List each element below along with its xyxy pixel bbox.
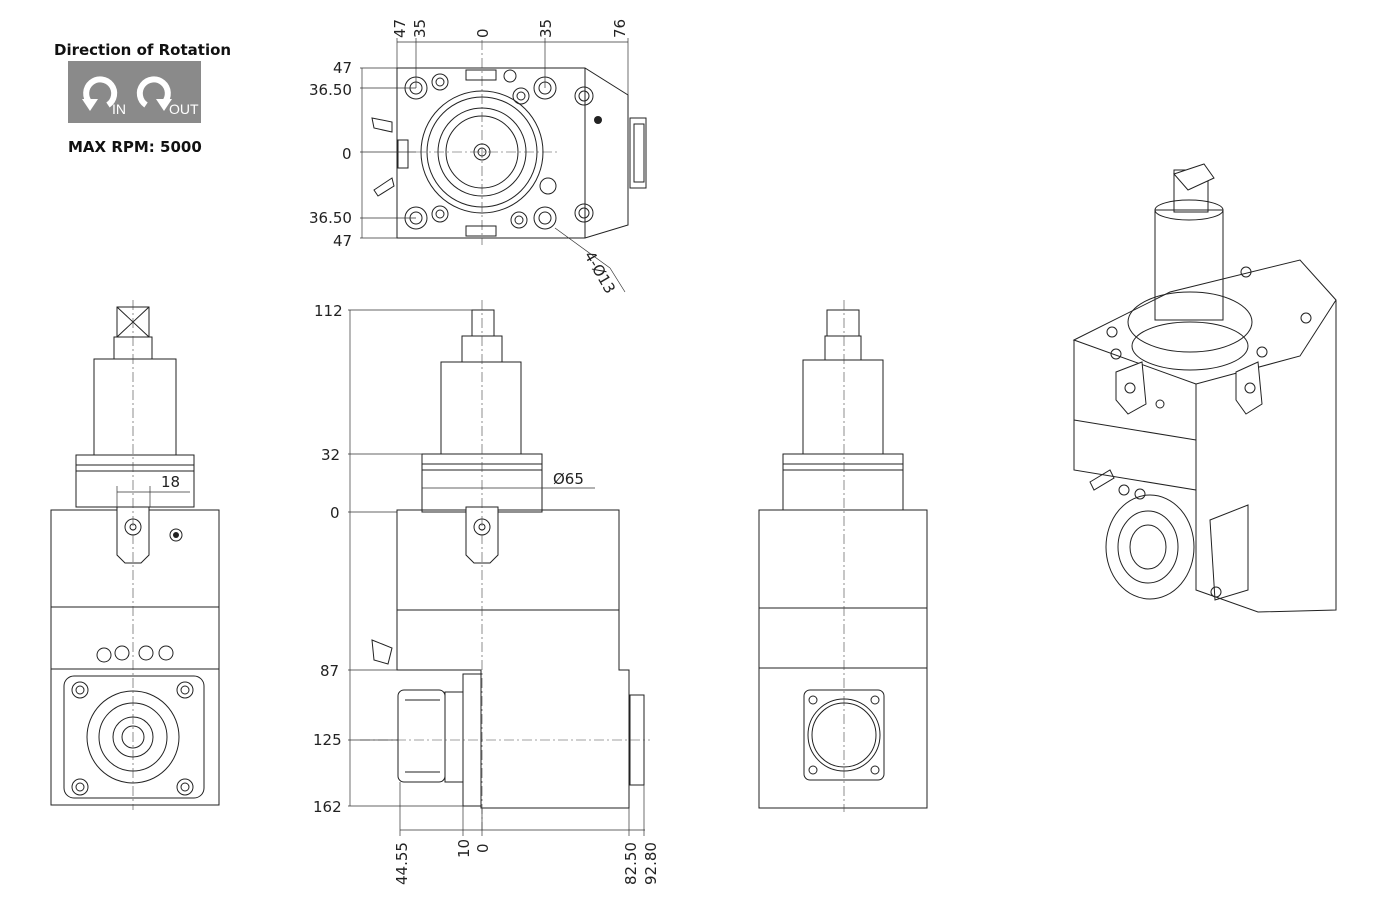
front-view: 112 32 0 87 125 162 Ø65 44.55 10 0 82.50… xyxy=(313,300,660,885)
rotation-out-label: OUT xyxy=(169,101,199,117)
top-dim-35-left: 35 xyxy=(411,19,429,38)
front-dim-dia-65: Ø65 xyxy=(553,470,584,488)
top-view: 47 35 0 35 76 47 36.50 0 36.50 47 4-Ø13 xyxy=(309,19,647,297)
side-view: 18 xyxy=(50,300,220,810)
top-dim-0: 0 xyxy=(474,28,492,38)
rotate-out-icon xyxy=(136,76,172,111)
side-dim-18: 18 xyxy=(161,473,180,491)
isometric-view xyxy=(1072,163,1337,613)
hole-callout: 4-Ø13 xyxy=(581,248,620,297)
left-dim-36-50-top: 36.50 xyxy=(309,81,352,99)
left-dim-47-bottom: 47 xyxy=(333,232,352,250)
front-dim-32: 32 xyxy=(321,446,340,464)
front-dim-112: 112 xyxy=(314,302,343,320)
rotation-direction-badge: IN OUT xyxy=(68,61,201,123)
rotation-title: Direction of Rotation xyxy=(54,41,232,59)
front-dim-162: 162 xyxy=(313,798,342,816)
front-dim-87: 87 xyxy=(320,662,339,680)
bottom-dim-44-55: 44.55 xyxy=(393,842,411,885)
bottom-dim-10: 10 xyxy=(455,839,473,858)
rotate-in-icon xyxy=(82,76,118,111)
max-rpm-label: MAX RPM: 5000 xyxy=(68,138,202,156)
bottom-dim-0: 0 xyxy=(474,843,492,853)
top-dim-76: 76 xyxy=(611,19,629,38)
front-dim-125: 125 xyxy=(313,731,342,749)
rotation-in-label: IN xyxy=(112,101,126,117)
top-dim-35-right: 35 xyxy=(537,19,555,38)
rear-view xyxy=(758,300,928,812)
bottom-dim-82-50: 82.50 xyxy=(622,842,640,885)
left-dim-0: 0 xyxy=(342,145,352,163)
front-dim-0: 0 xyxy=(330,504,340,522)
bottom-dim-92-80: 92.80 xyxy=(642,842,660,885)
left-dim-47-top: 47 xyxy=(333,59,352,77)
top-dim-47: 47 xyxy=(391,19,409,38)
left-dim-36-50-bottom: 36.50 xyxy=(309,209,352,227)
